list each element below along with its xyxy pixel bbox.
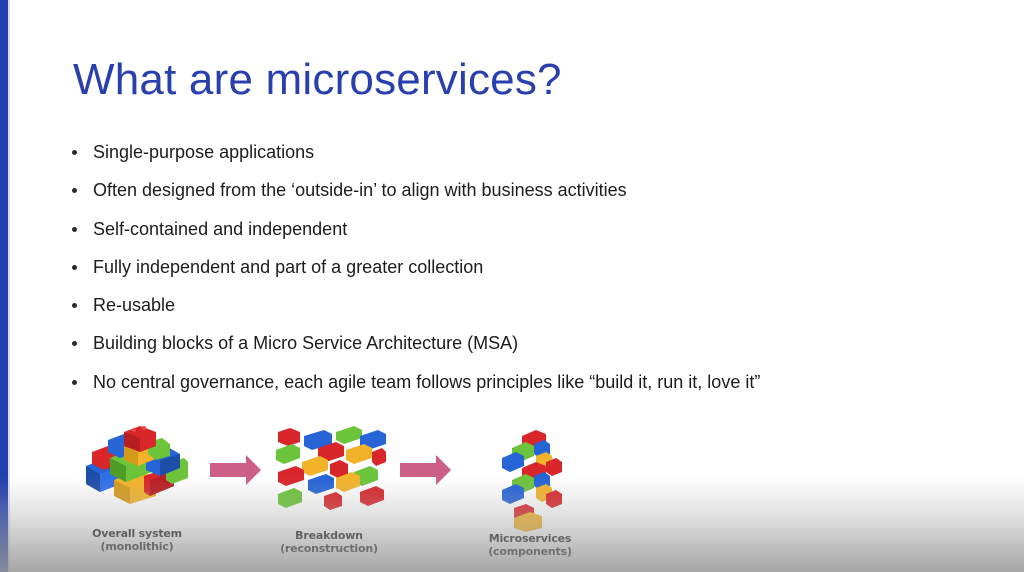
bullet-text: No central governance, each agile team f…: [93, 371, 761, 392]
bullet-dot-icon: [72, 188, 77, 194]
caption-breakdown: Breakdown (reconstruction): [280, 529, 378, 555]
caption-line: Overall system: [92, 527, 182, 540]
bullet-item: Self-contained and independent: [68, 217, 760, 255]
bullet-item: Fully independent and part of a greater …: [68, 255, 760, 293]
slide-title: What are microservices?: [73, 55, 562, 104]
bullet-dot-icon: [72, 150, 77, 155]
bullet-dot-icon: [72, 226, 77, 232]
bullet-text: Often designed from the ‘outside-in’ to …: [93, 180, 627, 201]
bullet-text: Fully independent and part of a greater …: [93, 256, 484, 277]
lego-pyramid-icon: [86, 426, 188, 504]
bullet-dot-icon: [72, 264, 77, 270]
caption-line: Microservices: [488, 532, 572, 545]
lego-stacks-icon: [502, 430, 562, 532]
bullet-dot-icon: [72, 303, 77, 309]
caption-monolithic: Overall system (monolithic): [92, 527, 182, 553]
arrow-right-icon: [400, 455, 451, 485]
bullet-text: Building blocks of a Micro Service Archi…: [93, 333, 519, 354]
bullet-item: Re-usable: [68, 293, 760, 331]
bullet-text: Single-purpose applications: [93, 142, 315, 162]
lego-pile-icon: [276, 426, 386, 510]
slide-accent-bar-edge: [8, 0, 10, 572]
arrow-right-icon: [210, 455, 261, 485]
bullet-item: Building blocks of a Micro Service Archi…: [68, 331, 760, 369]
caption-line: (components): [488, 545, 572, 558]
caption-line: (monolithic): [100, 540, 174, 553]
bullet-item: Single-purpose applications: [68, 140, 760, 178]
slide-accent-bar: [0, 0, 8, 572]
bullet-dot-icon: [72, 379, 77, 385]
caption-microservices: Microservices (components): [488, 532, 572, 558]
bullet-dot-icon: [72, 341, 77, 347]
caption-line: (reconstruction): [280, 542, 378, 555]
bullet-text: Re-usable: [93, 295, 176, 316]
bullet-list: Single-purpose applications Often design…: [68, 140, 760, 408]
caption-line: Breakdown: [295, 529, 363, 542]
bullet-item: Often designed from the ‘outside-in’ to …: [68, 178, 760, 216]
bullet-item: No central governance, each agile team f…: [68, 370, 760, 408]
bullet-text: Self-contained and independent: [93, 218, 348, 239]
